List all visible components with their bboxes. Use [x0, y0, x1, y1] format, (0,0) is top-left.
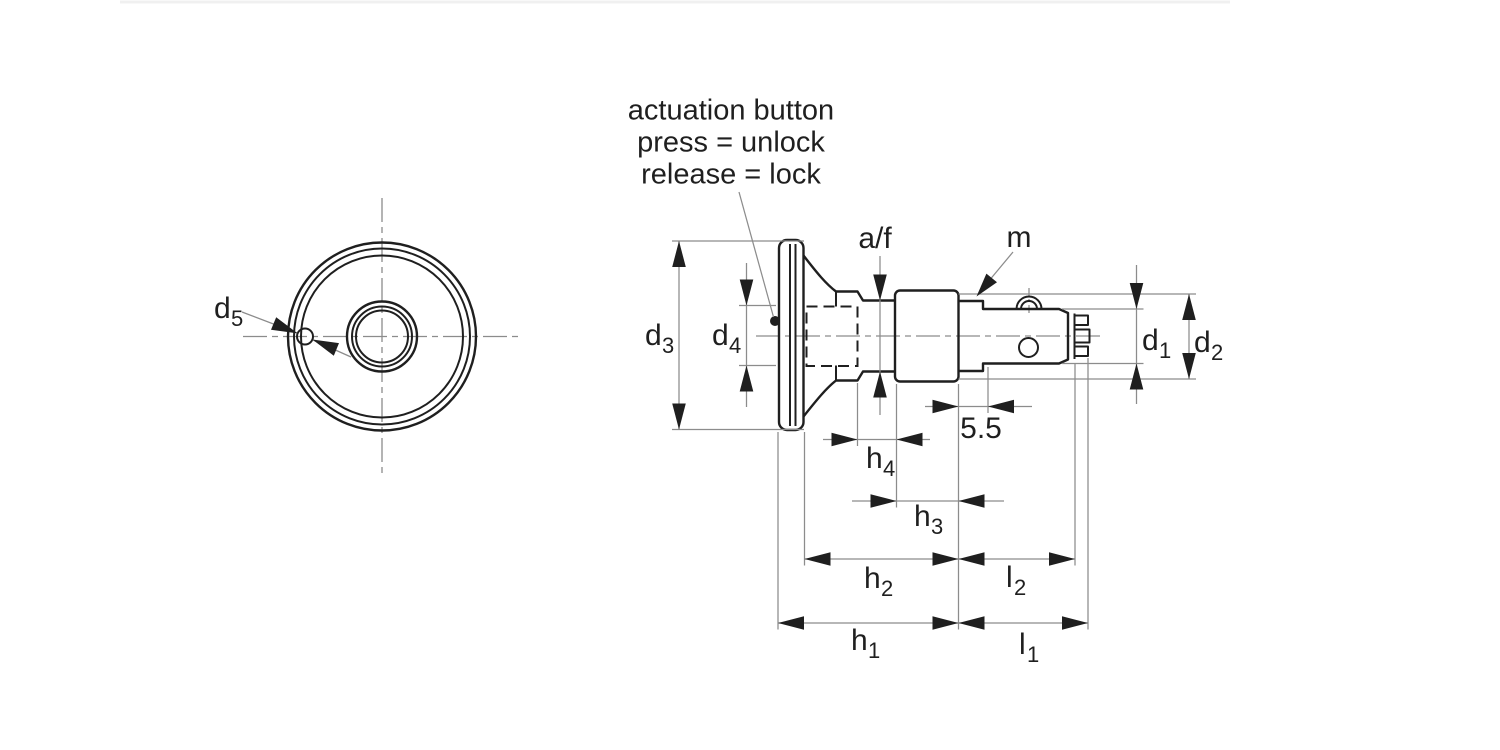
- label-l1: l: [1019, 628, 1026, 661]
- label-d3: d: [645, 319, 662, 352]
- locking-ball-outer-arc: [1015, 295, 1043, 310]
- tip-tab-middle: [1073, 328, 1091, 344]
- l2-arrow-right: [1049, 552, 1075, 566]
- label-d1: d: [1142, 324, 1159, 357]
- h3-arrow-left: [870, 494, 897, 508]
- cross-hole-circle: [1018, 337, 1039, 358]
- tip-tab-top: [1073, 314, 1089, 326]
- annotation-line-1: actuation button: [628, 95, 834, 127]
- hidden-bore-outline: [805, 305, 859, 367]
- actuation-button-leader-line: [738, 191, 775, 318]
- d4-arrow-bottom: [739, 365, 754, 392]
- thread-and-shaft-outline: [958, 299, 1070, 373]
- bell-top-profile: [802, 254, 895, 302]
- annotation-line-3: release = lock: [641, 159, 821, 191]
- l1-arrow-right: [1062, 616, 1088, 630]
- locking-ball-inner-arc: [1020, 300, 1038, 310]
- d1-arrow-bottom: [1129, 363, 1144, 390]
- d4-arrow-top: [739, 279, 754, 306]
- d3-arrow-down: [672, 403, 686, 430]
- label-d5-sub: 5: [231, 306, 243, 331]
- label-d4: d: [712, 319, 729, 352]
- l2-arrow-left: [958, 552, 985, 566]
- hub-bore-circle: [351, 305, 413, 368]
- label-d3-sub: 3: [662, 333, 674, 358]
- tip-tab-bottom: [1073, 345, 1089, 357]
- h4-arrow-right: [896, 432, 923, 447]
- h3-arrow-right: [958, 494, 985, 508]
- h1-arrow-right: [932, 616, 959, 630]
- label-55: 5.5: [960, 412, 1002, 445]
- flange-outer-circle: [286, 241, 478, 432]
- label-h2-sub: 2: [881, 576, 893, 601]
- hub-inner-bore-circle: [355, 309, 409, 364]
- label-h3: h: [914, 500, 931, 533]
- d5-hole-circle: [296, 327, 314, 346]
- d1-arrow-top: [1129, 283, 1144, 309]
- arrowheads: [672, 241, 1196, 630]
- front-view: [241, 241, 478, 432]
- bell-bottom-profile: [802, 370, 895, 418]
- label-h2: h: [864, 562, 881, 595]
- af-arrow-top: [873, 274, 887, 301]
- h2-arrow-left: [804, 552, 831, 566]
- collar-block-outline: [893, 289, 960, 383]
- dim-55-arrow-left: [932, 399, 959, 414]
- label-h4-sub: 4: [883, 456, 895, 481]
- h1-arrow-left: [778, 616, 804, 630]
- l1-arrow-left: [958, 616, 985, 630]
- label-h1-sub: 1: [868, 638, 880, 663]
- label-h4: h: [866, 442, 883, 475]
- m-arrowhead: [976, 273, 997, 297]
- flange-ring-circle: [293, 247, 471, 426]
- label-h3-sub: 3: [931, 514, 943, 539]
- actuation-button-marker-dot: [770, 316, 780, 326]
- d5-arrowhead-right: [312, 339, 339, 356]
- annotation-line-2: press = unlock: [637, 127, 825, 159]
- label-d2: d: [1194, 326, 1211, 359]
- label-l2-sub: 2: [1014, 575, 1026, 600]
- dimension-labels: d 5 d 3 d 4 a/f m 5.5 h 4 h 3 h 2 l 2 h …: [214, 221, 1223, 667]
- h4-arrow-left: [831, 432, 858, 447]
- dim-55-arrow-right: [988, 399, 1014, 414]
- label-l1-sub: 1: [1027, 642, 1039, 667]
- label-d1-sub: 1: [1159, 338, 1171, 363]
- label-d2-sub: 2: [1211, 340, 1223, 365]
- side-view: [770, 238, 1091, 432]
- annotation-block: actuation button press = unlock release …: [628, 95, 834, 191]
- label-d5: d: [214, 292, 231, 325]
- flange-inner-ring-circle: [300, 254, 464, 419]
- d5-arrowhead-left: [271, 317, 298, 334]
- d2-arrow-top: [1182, 294, 1196, 320]
- label-l2: l: [1006, 561, 1013, 594]
- h2-arrow-right: [932, 552, 959, 566]
- d3-arrow-up: [672, 241, 686, 267]
- label-m: m: [1007, 221, 1032, 254]
- d2-arrow-bottom: [1182, 353, 1196, 379]
- af-arrow-bottom: [873, 371, 887, 398]
- label-d4-sub: 4: [729, 333, 741, 358]
- flange-outline: [777, 238, 805, 432]
- label-af: a/f: [858, 222, 892, 255]
- hub-outer-circle: [345, 300, 419, 373]
- label-h1: h: [851, 624, 868, 657]
